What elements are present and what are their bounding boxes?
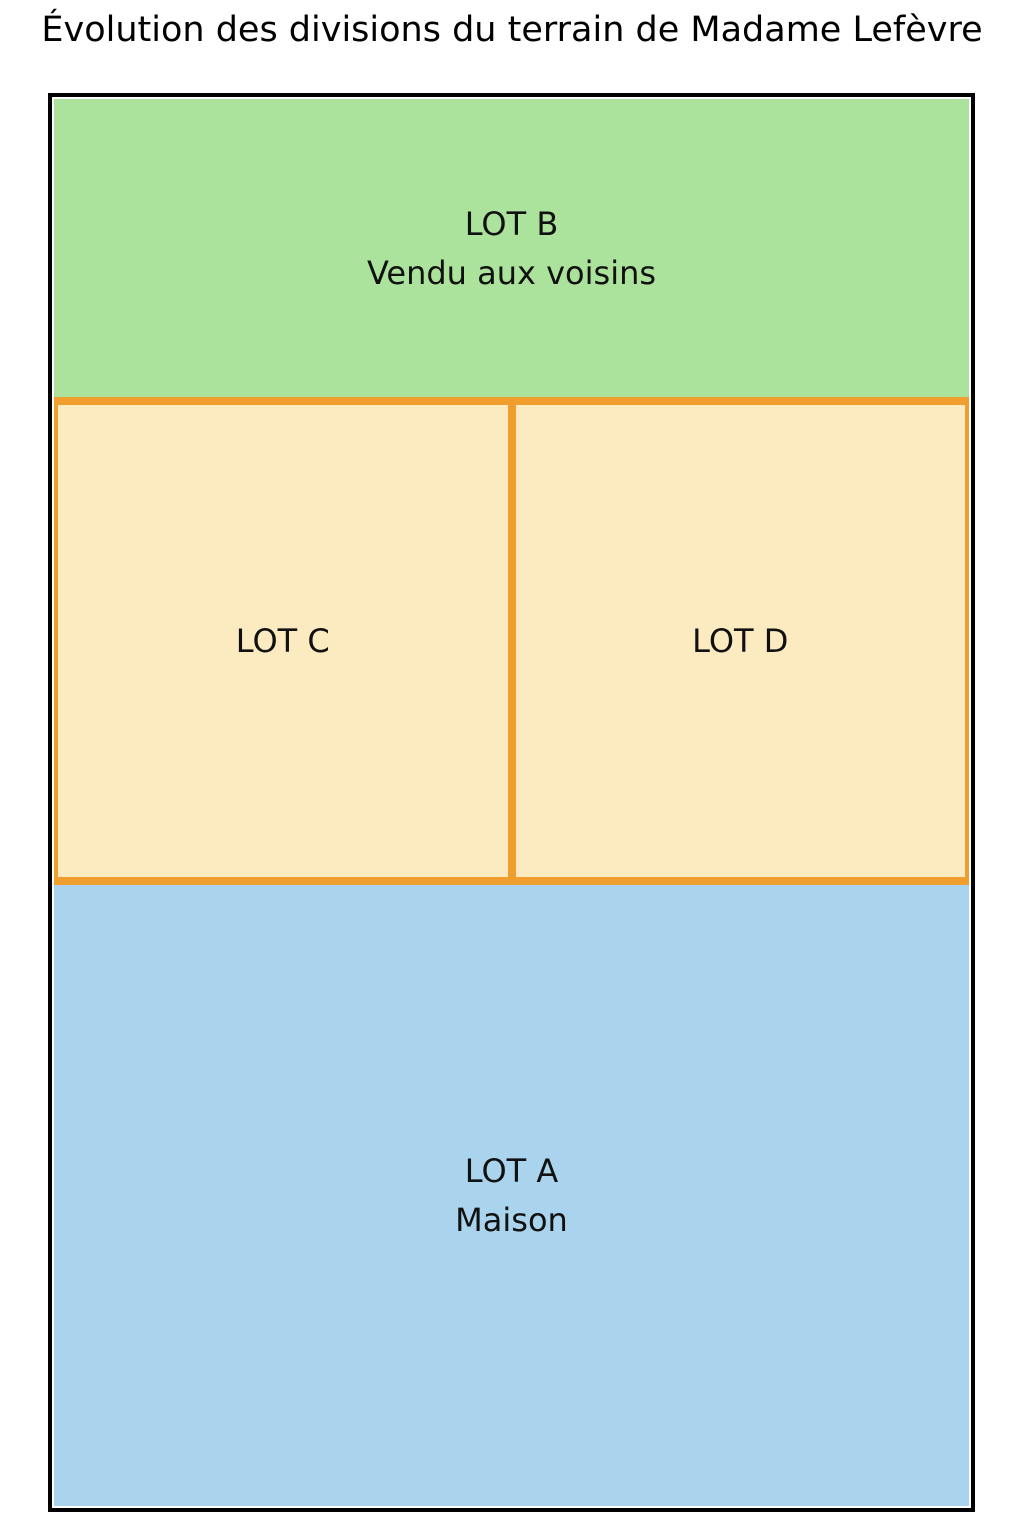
middle-lots-row: LOT C LOT D: [54, 401, 969, 881]
lot-c-label: LOT C: [235, 622, 330, 660]
lot-b-region: LOT B Vendu aux voisins: [54, 99, 969, 401]
lot-d-region: LOT D: [511, 401, 969, 881]
lot-a-label: LOT A: [464, 1152, 559, 1190]
lot-c-region: LOT C: [54, 401, 512, 881]
terrain-outline: LOT B Vendu aux voisins LOT C LOT D LOT …: [48, 93, 975, 1512]
lot-d-label: LOT D: [692, 622, 789, 660]
lot-a-sublabel: Maison: [455, 1201, 568, 1239]
lot-b-sublabel: Vendu aux voisins: [366, 253, 657, 292]
diagram-title: Évolution des divisions du terrain de Ma…: [41, 10, 983, 50]
lot-a-region: LOT A Maison: [54, 881, 969, 1506]
lot-b-label: LOT B: [464, 204, 559, 243]
